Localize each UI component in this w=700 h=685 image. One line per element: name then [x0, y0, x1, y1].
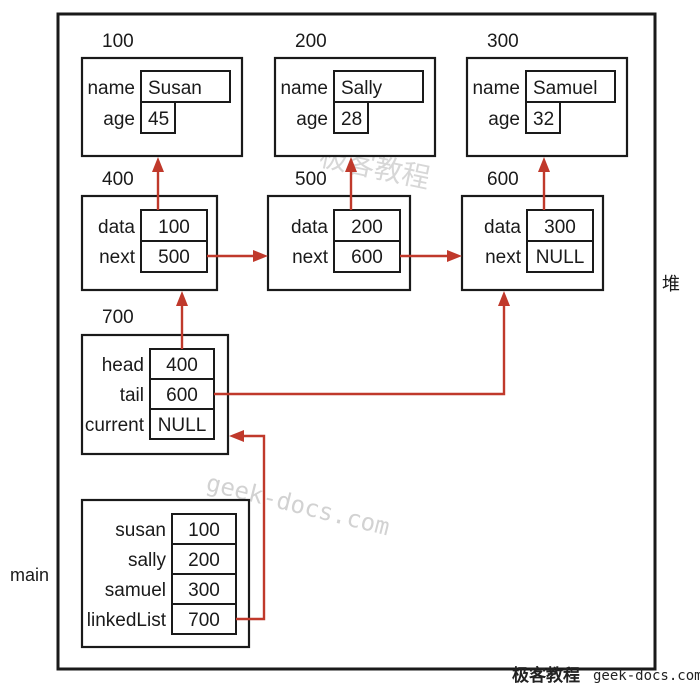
field-value: 32: [533, 109, 554, 130]
field-value: 300: [544, 217, 576, 238]
node-object-500: 500 data 200 next 600: [266, 169, 412, 292]
field-cell: [149, 408, 215, 440]
field-cell: [333, 70, 424, 103]
field-value: 600: [351, 247, 383, 268]
person-object-sally: 200 name Sally age 28: [273, 31, 437, 158]
field-cell: [140, 240, 208, 273]
arrow-head: [538, 157, 550, 172]
field-cell: [525, 70, 616, 103]
address-label: 100: [102, 31, 134, 52]
address-label: 700: [102, 307, 134, 328]
arrow-head: [176, 291, 188, 306]
field-value: 700: [188, 610, 220, 631]
field-value: 28: [341, 109, 362, 130]
linked-list-object: 700 head 400 tail 600 current NULL: [80, 307, 230, 456]
field-cell: [333, 240, 401, 273]
field-label: susan: [115, 520, 166, 541]
footer-watermark-cn: 极客教程: [512, 665, 580, 685]
field-value: 600: [166, 385, 198, 406]
main-label: main: [10, 565, 49, 585]
arrow-head: [447, 250, 462, 262]
address-label: 200: [295, 31, 327, 52]
main-stack-frame: susan 100 sally 200 samuel 300 linkedLis…: [80, 498, 251, 649]
field-cell: [526, 240, 594, 273]
field-label: name: [280, 78, 328, 99]
field-label: data: [98, 217, 135, 238]
node-object-400: 400 data 100 next 500: [80, 169, 219, 292]
field-label: data: [484, 217, 521, 238]
field-label: name: [472, 78, 520, 99]
arrow-head: [152, 157, 164, 172]
field-label: age: [296, 109, 328, 130]
field-label: next: [292, 247, 329, 268]
field-value: 400: [166, 355, 198, 376]
field-label: next: [99, 247, 136, 268]
pointer-arrow: [214, 306, 506, 396]
field-label: head: [102, 355, 144, 376]
pointer-arrow: [236, 434, 266, 621]
address-label: 600: [487, 169, 519, 190]
field-label: age: [103, 109, 135, 130]
field-label: sally: [128, 550, 167, 571]
field-value: Sally: [341, 78, 383, 99]
field-value: 300: [188, 580, 220, 601]
field-cell: [171, 543, 237, 575]
field-cell: [140, 209, 208, 242]
field-cell: [333, 101, 369, 134]
address-label: 300: [487, 31, 519, 52]
person-object-susan: 100 name Susan age 45: [80, 31, 244, 158]
field-cell: [171, 513, 237, 545]
field-label: name: [87, 78, 135, 99]
field-value: 45: [148, 109, 169, 130]
person-object-samuel: 300 name Samuel age 32: [465, 31, 629, 158]
node-object-600: 600 data 300 next NULL: [460, 169, 605, 292]
field-value: 200: [188, 550, 220, 571]
field-cell: [140, 101, 176, 134]
address-label: 500: [295, 169, 327, 190]
field-cell: [140, 70, 231, 103]
field-value: Susan: [148, 78, 202, 99]
field-label: samuel: [105, 580, 166, 601]
field-value: NULL: [536, 247, 585, 268]
field-label: current: [85, 415, 145, 436]
footer-watermark-en: geek-docs.com: [593, 668, 700, 684]
arrow-head: [345, 157, 357, 172]
field-value: Samuel: [533, 78, 597, 99]
field-cell: [333, 209, 401, 242]
field-label: data: [291, 217, 328, 238]
field-label: tail: [120, 385, 144, 406]
arrow-head: [498, 291, 510, 306]
field-value: 200: [351, 217, 383, 238]
field-label: age: [488, 109, 520, 130]
arrow-head: [253, 250, 268, 262]
heap-label: 堆: [662, 274, 680, 294]
address-label: 400: [102, 169, 134, 190]
field-cell: [525, 101, 561, 134]
field-value: 100: [188, 520, 220, 541]
arrow-head: [229, 430, 244, 442]
field-value: 500: [158, 247, 190, 268]
field-cell: [526, 209, 594, 242]
field-value: NULL: [158, 415, 207, 436]
field-label: linkedList: [87, 610, 167, 631]
field-cell: [171, 573, 237, 605]
heap-frame: [56, 12, 657, 671]
field-value: 100: [158, 217, 190, 238]
field-label: next: [485, 247, 522, 268]
